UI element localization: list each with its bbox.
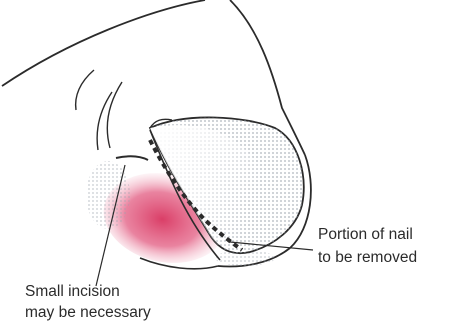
incision-mark xyxy=(116,156,148,160)
skin-creases xyxy=(76,70,122,150)
incision-label-line1: Small incision xyxy=(25,283,120,300)
incision-label-line2: may be necessary xyxy=(25,304,151,321)
nail-label-line1: Portion of nail xyxy=(318,226,413,243)
nail-label-line2: to be removed xyxy=(318,249,417,266)
